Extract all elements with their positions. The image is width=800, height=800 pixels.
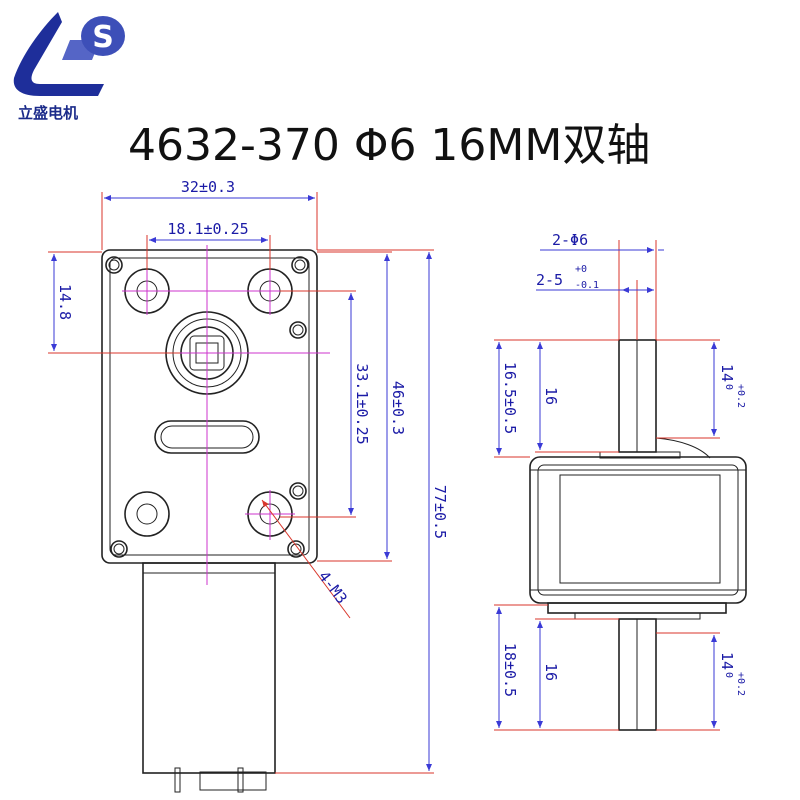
dim-flat-lower-tol: -0.1 bbox=[575, 280, 599, 291]
dim-bottom-flat-label: 14 bbox=[718, 652, 736, 670]
dim-offset-left-label: 14.8 bbox=[56, 284, 74, 320]
mounting-hole-icon bbox=[124, 268, 293, 537]
dim-bottom-inner-label: 16 bbox=[542, 663, 560, 681]
motor-body-outline bbox=[142, 562, 276, 774]
page-title: 4632-370 Φ6 16MM双轴 bbox=[128, 120, 650, 171]
gearbox-housing-outline bbox=[101, 249, 318, 564]
dim-flat-upper-tol: +0 bbox=[575, 264, 587, 275]
logo-s-badge-icon bbox=[81, 16, 125, 56]
dim-total-length-label: 77±0.5 bbox=[431, 485, 449, 539]
brand-name: 立盛电机 bbox=[18, 104, 78, 122]
dim-bottom-flat-lower-tol: 0 bbox=[723, 672, 734, 678]
dim-hole-spacing-x-label: 18.1±0.25 bbox=[167, 220, 248, 238]
gearbox-side-outline bbox=[529, 456, 747, 604]
dim-shaft-dia-label: 2-Φ6 bbox=[552, 231, 588, 249]
side-view: 2-Φ6 2-5 +0 -0.1 16.5±0.5 16 14 +0.2 0 1… bbox=[494, 231, 747, 731]
dim-screw-label: 4-M3 bbox=[315, 568, 351, 608]
dim-hole-spacing-y-label: 33.1±0.25 bbox=[353, 363, 371, 444]
dim-flat-width-label: 2-5 bbox=[536, 271, 563, 289]
dim-top-outer-label: 16.5±0.5 bbox=[501, 362, 519, 434]
dim-top-flat-lower-tol: 0 bbox=[723, 384, 734, 390]
company-logo: S 立盛电机 bbox=[13, 12, 125, 122]
logo-letter: S bbox=[92, 20, 114, 55]
dim-width-label: 32±0.3 bbox=[181, 178, 235, 196]
dim-top-flat-label: 14 bbox=[718, 364, 736, 382]
dim-bottom-outer-label: 18±0.5 bbox=[501, 643, 519, 697]
dim-top-flat-upper-tol: +0.2 bbox=[735, 384, 746, 408]
front-view: 32±0.3 18.1±0.25 14.8 33.1±0.25 46±0.3 7… bbox=[48, 178, 449, 793]
logo-swoosh-icon bbox=[13, 12, 105, 96]
dim-height-label: 46±0.3 bbox=[389, 381, 407, 435]
dim-bottom-flat-upper-tol: +0.2 bbox=[735, 672, 746, 696]
dim-top-inner-label: 16 bbox=[542, 387, 560, 405]
corner-screw-icon bbox=[105, 256, 309, 558]
